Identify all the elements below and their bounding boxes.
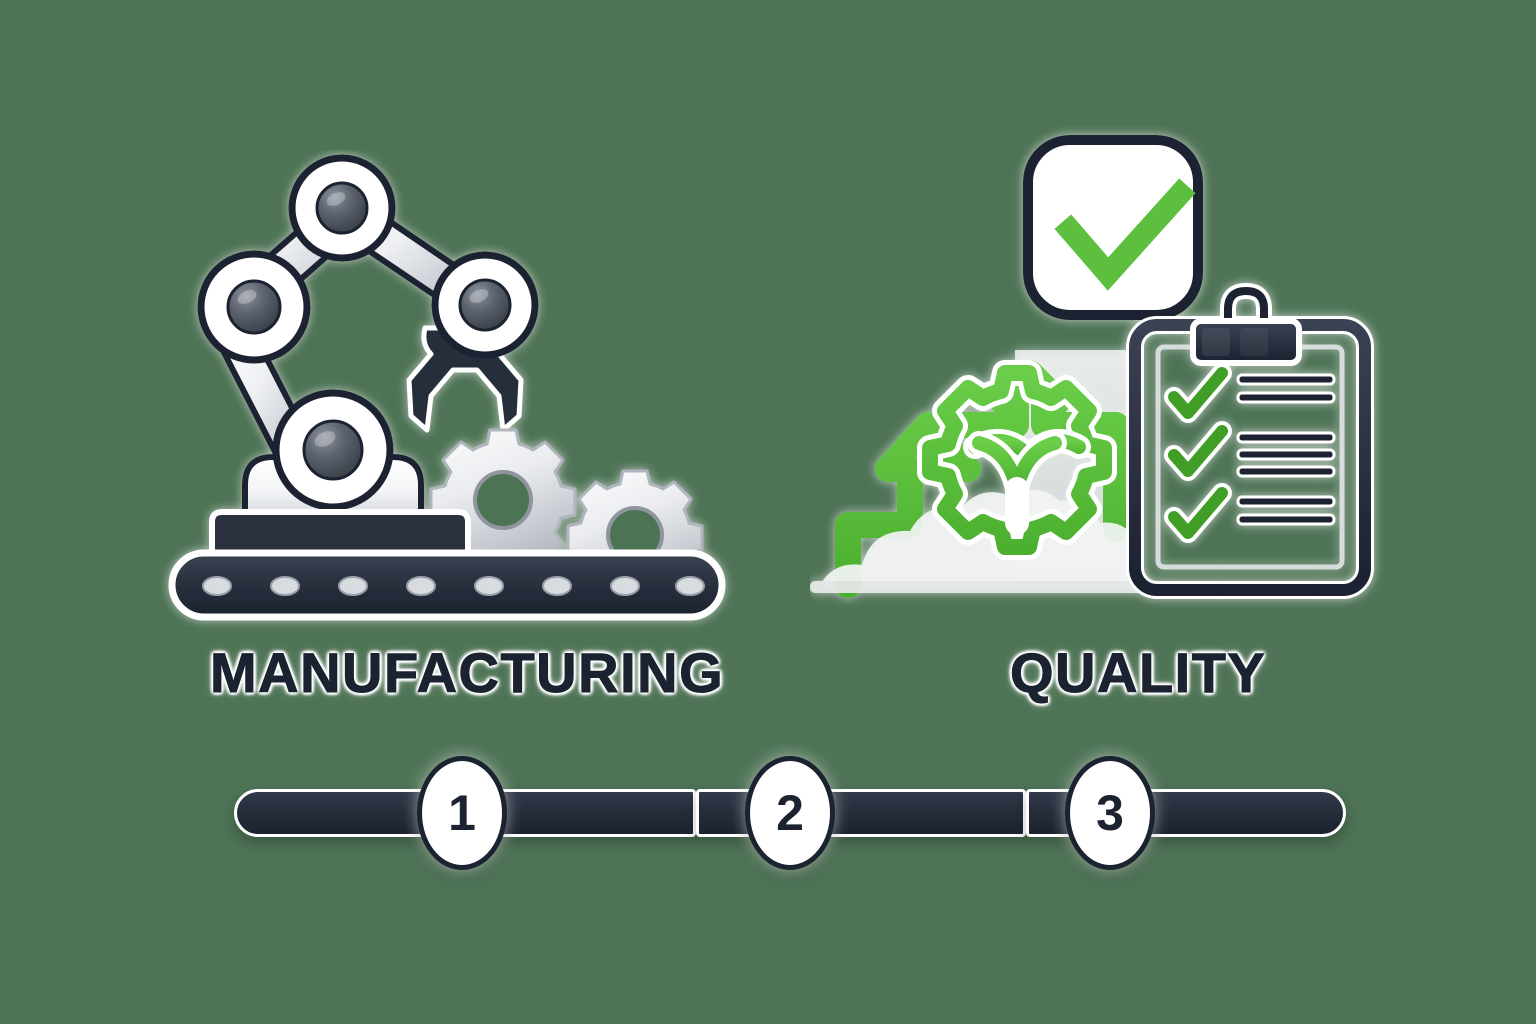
check-badge-icon [1023, 135, 1203, 320]
clipboard-icon [1126, 282, 1374, 599]
label-quality: QUALITY [1009, 641, 1267, 705]
clipboard-row [1164, 483, 1336, 543]
clipboard-row [1164, 421, 1336, 481]
step-node-3[interactable]: 3 [1065, 756, 1155, 870]
robot-joint-shoulder-icon [197, 250, 311, 364]
robot-joint-wrist-icon [431, 251, 539, 359]
conveyor-rollers [202, 576, 705, 596]
conveyor-belt-icon [168, 549, 726, 621]
manufacturing-illustration [150, 150, 770, 630]
label-manufacturing: MANUFACTURING [209, 641, 725, 705]
progress-steps-bar: 1 2 3 [234, 756, 1346, 870]
eco-gear-icon [917, 360, 1117, 560]
robot-joint-top-icon [288, 154, 396, 262]
quality-illustration [810, 125, 1390, 625]
clipboard-row [1164, 363, 1336, 423]
step-node-1[interactable]: 1 [417, 756, 507, 870]
robot-joint-base-icon [272, 389, 394, 511]
step-node-2[interactable]: 2 [745, 756, 835, 870]
